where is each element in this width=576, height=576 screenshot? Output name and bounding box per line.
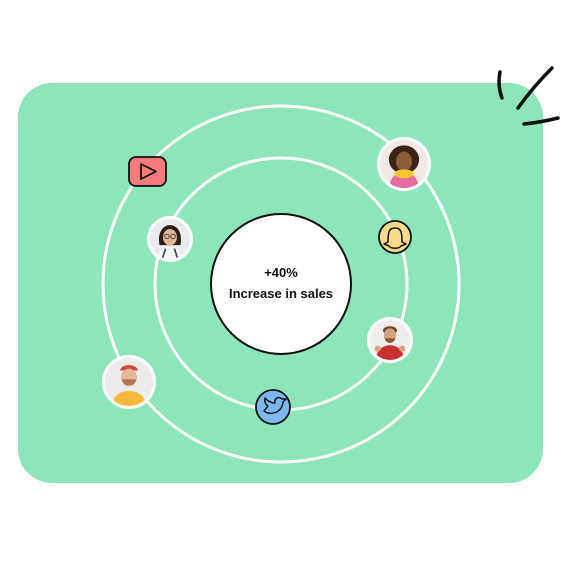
stat-label: Increase in sales bbox=[228, 286, 334, 301]
stat-value: +40% bbox=[264, 265, 298, 280]
twitter-bird-icon bbox=[255, 389, 291, 425]
snapchat-ghost-icon bbox=[378, 220, 412, 254]
avatar-man-red-shirt bbox=[367, 317, 413, 363]
outer-orbit bbox=[101, 104, 461, 464]
avatar-woman-glasses bbox=[147, 216, 193, 262]
avatar-man-yellow-sweater bbox=[102, 355, 156, 409]
avatar-woman-yellow-scarf bbox=[377, 137, 431, 191]
center-circle bbox=[210, 213, 352, 355]
sparkle-doodle-icon bbox=[497, 66, 560, 126]
stat-block: +40% Increase in sales bbox=[210, 262, 352, 304]
youtube-play-icon bbox=[128, 156, 167, 187]
